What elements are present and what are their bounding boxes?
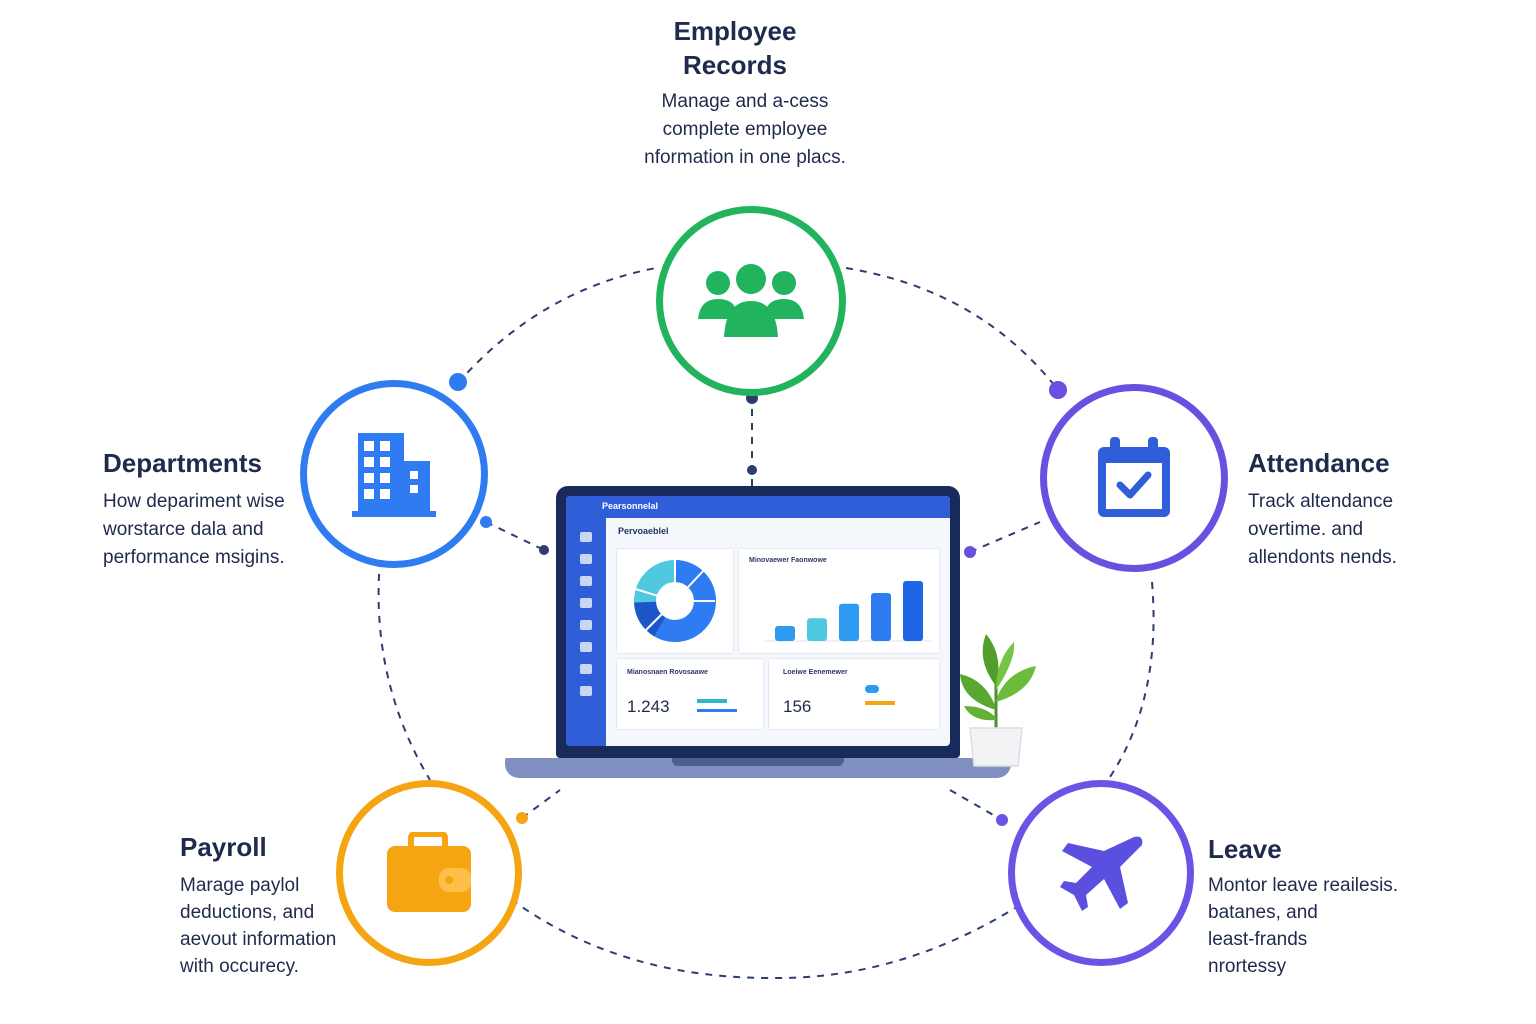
dashboard-topbar: Pearsonnelal	[566, 496, 950, 518]
wallet-icon	[387, 832, 471, 912]
dashboard-app-title: Pearsonnelal	[602, 501, 659, 511]
leave-stat-value: 156	[783, 697, 812, 716]
cloud-icon	[865, 685, 879, 693]
leave-title: Leave	[1208, 834, 1282, 864]
leave-node[interactable]	[1008, 780, 1194, 966]
departments-description: How depariment wise worstarce dala and p…	[103, 491, 285, 568]
bar	[807, 618, 827, 641]
plant-decoration	[960, 634, 1036, 767]
leave-stat-label: Loeiwe Eenemewer	[783, 669, 848, 676]
sidebar-item[interactable]	[580, 554, 592, 564]
employee-stat-card: Mianosnaen Rovosaawe 1.243	[616, 658, 764, 730]
sidebar-item[interactable]	[580, 598, 592, 608]
sidebar-item[interactable]	[580, 576, 592, 586]
donut-chart	[634, 559, 716, 642]
employee-records-node[interactable]	[656, 206, 846, 396]
payroll-description: Marage paylol deductions, and aevout inf…	[180, 875, 337, 977]
sidebar-item[interactable]	[580, 664, 592, 674]
donut-card	[616, 548, 734, 654]
sidebar-item[interactable]	[580, 686, 592, 696]
attendance-title: Attendance	[1248, 448, 1390, 478]
airplane-icon	[1060, 836, 1143, 911]
payroll-title: Payroll	[180, 832, 267, 862]
trend-indicator	[697, 709, 737, 712]
laptop: Pearsonnelal Pervoaeblel	[556, 486, 960, 758]
sidebar-item[interactable]	[580, 532, 592, 542]
employee-stat-value: 1.243	[627, 697, 670, 716]
payroll-node[interactable]	[336, 780, 522, 966]
leave-description: Montor leave reailesis. batanes, and lea…	[1208, 875, 1399, 977]
bar	[903, 581, 923, 641]
bar-chart-label: Minovaewer Faonwowe	[749, 557, 827, 564]
sidebar-item[interactable]	[580, 642, 592, 652]
departments-title: Departments	[103, 448, 262, 478]
departments-node[interactable]	[300, 380, 488, 568]
attendance-description: Track altendance overtime. and allendont…	[1248, 491, 1397, 568]
leave-stat-card: Loeiwe Eenemewer 156	[768, 658, 940, 730]
attendance-node[interactable]	[1040, 384, 1228, 572]
people-icon	[698, 264, 804, 337]
bar	[775, 626, 795, 641]
bar	[871, 593, 891, 641]
building-icon	[352, 433, 436, 517]
bar	[839, 603, 859, 641]
calendar-check-icon	[1098, 437, 1170, 517]
bar-chart	[765, 581, 931, 642]
employee-stat-label: Mianosnaen Rovosaawe	[627, 669, 708, 676]
trend-indicator	[865, 701, 895, 705]
trend-indicator	[697, 699, 727, 703]
sidebar-item[interactable]	[580, 620, 592, 630]
employee-records-title: Employee Records	[673, 16, 797, 80]
laptop-notch	[672, 758, 844, 766]
dashboard-screen: Pearsonnelal Pervoaeblel	[566, 496, 950, 746]
dashboard-sidebar	[566, 518, 606, 746]
dashboard-page-title: Pervoaeblel	[618, 526, 669, 536]
laptop-base	[505, 758, 1011, 778]
employee-records-description: Manage and a-cess complete employee nfor…	[644, 91, 846, 168]
bar-chart-card: Minovaewer Faonwowe	[738, 548, 940, 654]
